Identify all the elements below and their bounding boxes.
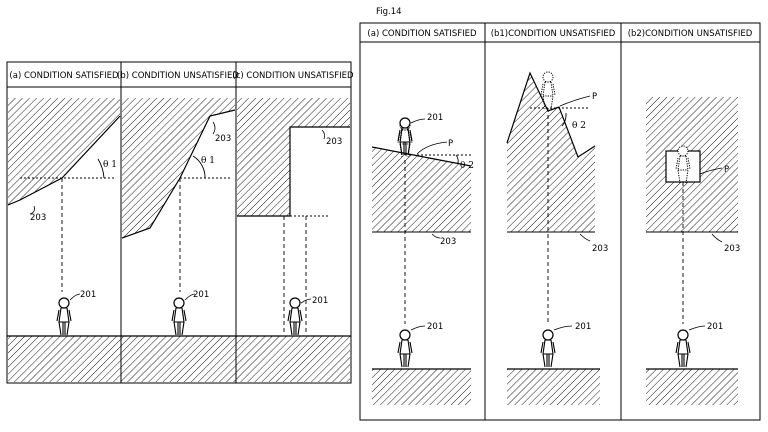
person-201-a (56, 297, 72, 336)
left-frame (6, 61, 352, 384)
panel-a-title: (a) CONDITION SATISFIED (9, 71, 119, 81)
right-panel-b2-title: (b2)CONDITION UNSATISFIED (628, 29, 753, 39)
right-panel-b1-title: (b1)CONDITION UNSATISFIED (491, 29, 616, 39)
terrain-203-rb1 (507, 73, 595, 232)
ground-a (372, 369, 471, 405)
right-figure: Fig.14 (a) CONDITION SATISFIED (b1)CONDI… (359, 7, 761, 421)
angle-theta1-b: θ 1 (201, 156, 215, 166)
terrain-203-b (122, 98, 235, 238)
ref-203-c: 203 (326, 137, 342, 147)
point-P-b2: P (724, 165, 729, 175)
terrain-203-ra (372, 147, 471, 232)
person-201-rb2 (675, 329, 691, 368)
person-201-b (171, 297, 187, 336)
angle-theta1-a: θ 1 (103, 160, 117, 170)
point-P-b1: P (592, 92, 597, 102)
angle-theta2-b1: θ 2 (572, 121, 586, 131)
ref-201-a: 201 (80, 290, 96, 300)
ref-201-rb2: 201 (707, 322, 723, 332)
person-201-ra (397, 329, 413, 368)
left-figure: (a) CONDITION SATISFIED (b) CONDITION UN… (6, 61, 354, 384)
ref-201-top-a: 201 (427, 113, 443, 123)
right-panel-a-title: (a) CONDITION SATISFIED (367, 29, 477, 39)
ref-203-ra: 203 (440, 237, 456, 247)
terrain-203-a (8, 98, 120, 205)
ref-203-b: 203 (215, 134, 231, 144)
ref-203-rb1: 203 (592, 244, 608, 254)
person-201-top-a (397, 117, 413, 156)
person-201-c (287, 297, 303, 336)
ref-201-rb1: 201 (575, 322, 591, 332)
ref-201-c: 201 (312, 296, 328, 306)
ground-b2 (646, 369, 738, 405)
ref-203-a: 203 (30, 213, 46, 223)
panel-b-title: (b) CONDITION UNSATISFIED (117, 71, 239, 81)
terrain-203-c (237, 98, 350, 216)
ground-hatch (8, 336, 350, 382)
right-frame (359, 22, 761, 421)
figure-label: Fig.14 (376, 7, 402, 17)
ref-201-b: 201 (193, 290, 209, 300)
ref-203-rb2: 203 (724, 244, 740, 254)
ref-201-ra: 201 (427, 322, 443, 332)
angle-theta2-a: θ 2 (460, 161, 474, 171)
person-201-rb1 (540, 329, 556, 368)
ground-b1 (507, 369, 600, 405)
panel-c-title: (c) CONDITION UNSATISFIED (232, 71, 354, 81)
point-P-a: P (448, 139, 453, 149)
